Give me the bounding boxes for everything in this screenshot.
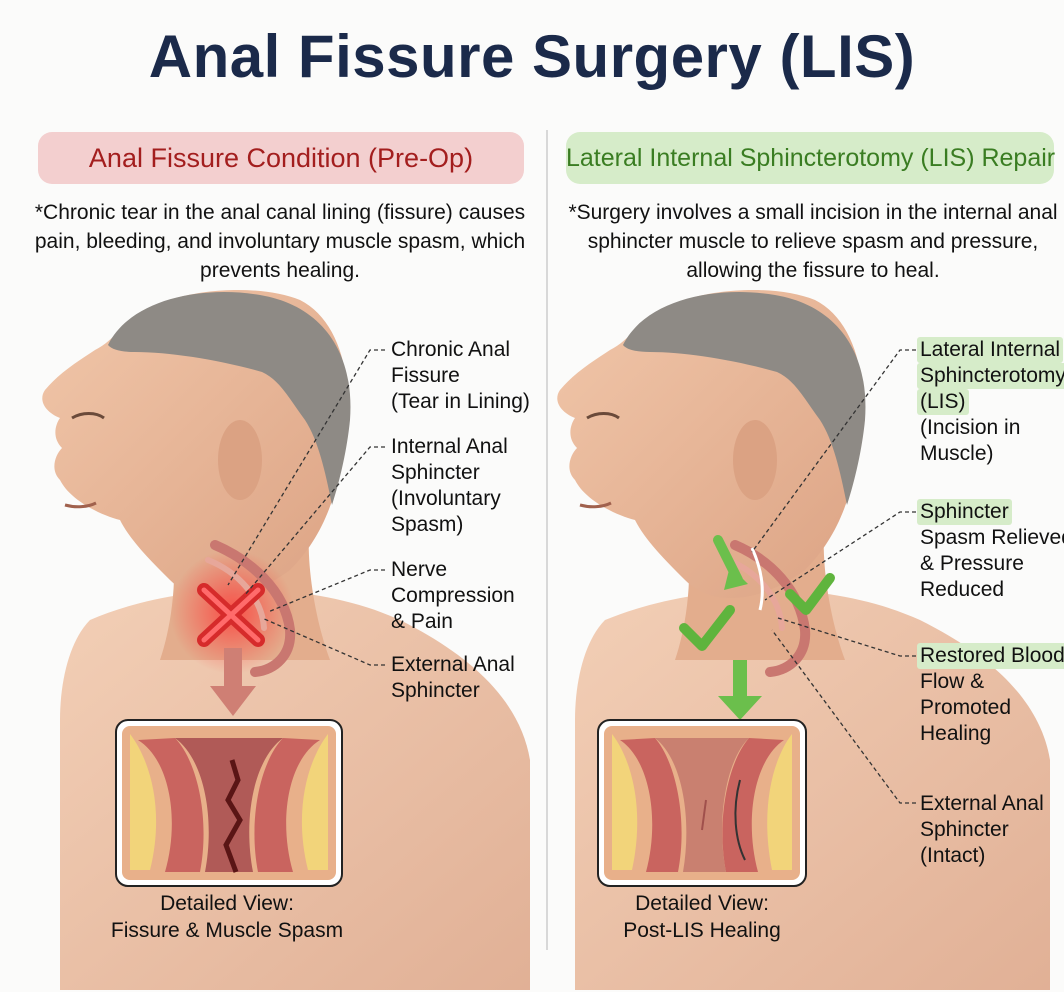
label-line-highlight: Sphincterotomy: [917, 363, 1064, 389]
left-figure: [42, 290, 530, 990]
repair-description: *Surgery involves a small incision in th…: [568, 201, 1058, 282]
label-line: External Anal: [920, 792, 1044, 815]
incision-line: [750, 547, 764, 611]
label-line: Muscle): [920, 442, 994, 465]
label-external-anal-sphincter: External Anal Sphincter: [391, 652, 515, 704]
check-icon-right: [785, 573, 835, 615]
right-caption: Detailed View: Post-LIS Healing: [552, 890, 852, 944]
label-line: Reduced: [920, 578, 1005, 601]
left-detail-box: [115, 719, 343, 887]
label-nerve-compression: Nerve Compression & Pain: [391, 557, 515, 635]
label-line: Healing: [920, 722, 992, 745]
label-line: (Tear in Lining): [391, 390, 530, 413]
label-line: (Involuntary: [391, 487, 501, 510]
label-internal-anal-sphincter: Internal Anal Sphincter (Involuntary Spa…: [391, 434, 508, 538]
left-eye: [71, 412, 105, 420]
label-chronic-anal-fissure: Chronic Anal Fissure (Tear in Lining): [391, 337, 530, 415]
right-leader-lines: [751, 349, 916, 804]
label-line-highlight: Sphincter: [917, 499, 1012, 525]
label-line: Sphincter: [920, 818, 1009, 841]
left-sphincter-ring: [210, 540, 296, 677]
label-line: Chronic Anal: [391, 338, 511, 361]
right-eye: [586, 412, 620, 420]
right-shoulder: [575, 589, 1050, 990]
caption-line: Detailed View:: [635, 892, 769, 915]
left-down-arrow-icon: [210, 648, 256, 716]
label-line: (Incision in: [920, 416, 1021, 439]
pain-x-icon: [197, 583, 265, 647]
pre-op-heading: Anal Fissure Condition (Pre-Op): [38, 132, 524, 184]
label-line: Internal Anal: [391, 435, 508, 458]
caption-line: Post-LIS Healing: [623, 919, 781, 942]
label-line: Compression: [391, 584, 515, 607]
right-hair: [623, 292, 866, 505]
left-mouth: [64, 501, 97, 509]
right-sphincter-ring: [730, 540, 811, 677]
label-line: Promoted: [920, 696, 1012, 719]
repair-heading: Lateral Internal Sphincterotomy (LIS) Re…: [566, 132, 1055, 184]
caption-line: Detailed View:: [160, 892, 294, 915]
label-line: Spasm Relieved: [920, 526, 1064, 549]
label-line-highlight: Lateral Internal: [917, 337, 1064, 363]
label-line: Flow &: [920, 670, 985, 693]
right-mouth: [579, 501, 612, 509]
check-icon-left: [679, 605, 735, 651]
label-line: Spasm): [391, 513, 464, 536]
page-title: Anal Fissure Surgery (LIS): [148, 23, 916, 90]
label-line-highlight: (LIS): [917, 389, 969, 415]
panel-divider: [546, 130, 548, 950]
label-line: (Intact): [920, 844, 986, 867]
left-hair: [108, 292, 351, 505]
left-sphincter-inner: [205, 557, 267, 631]
label-line: Sphincter: [391, 461, 480, 484]
label-line-highlight: Restored Blood: [917, 643, 1064, 669]
label-line: External Anal: [391, 653, 515, 676]
label-line: Fissure: [391, 364, 460, 387]
label-external-anal-sphincter-intact: External Anal Sphincter (Intact): [920, 791, 1044, 869]
label-spasm-relieved: Sphincter Spasm Relieved & Pressure Redu…: [917, 499, 1064, 603]
left-leader-lines: [227, 349, 385, 666]
left-ear: [218, 420, 262, 500]
pre-op-description: *Chronic tear in the anal canal lining (…: [34, 201, 526, 282]
label-line: & Pressure: [920, 552, 1024, 575]
relief-arrow-icon: [713, 535, 762, 720]
label-restored-blood-flow: Restored Blood Flow & Promoted Healing: [917, 643, 1064, 747]
right-figure: [557, 290, 1050, 990]
label-line: & Pain: [391, 610, 453, 633]
right-detail-box: [597, 719, 807, 887]
left-caption: Detailed View: Fissure & Muscle Spasm: [77, 890, 377, 944]
caption-line: Fissure & Muscle Spasm: [110, 919, 344, 942]
label-lis: Lateral Internal Sphincterotomy (LIS) (I…: [917, 337, 1064, 467]
right-ear: [733, 420, 777, 500]
label-line: Sphincter: [391, 679, 480, 702]
label-line: Nerve: [391, 558, 448, 581]
